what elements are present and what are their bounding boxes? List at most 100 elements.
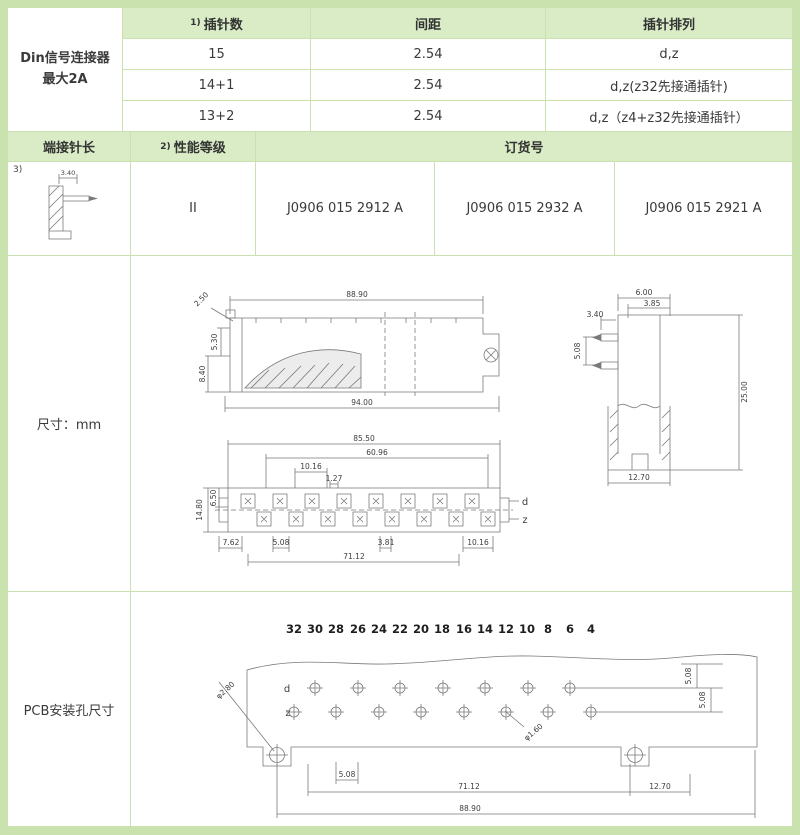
dim-88-90: 88.90 [346, 290, 368, 299]
dim-14-80: 14.80 [195, 499, 204, 521]
dim-10-16-top: 10.16 [300, 462, 322, 471]
front-view-row-z-marks [260, 515, 492, 523]
product-name-line2: 最大2A [42, 71, 88, 87]
screw-symbol [483, 347, 499, 363]
table-cell-pins-0: 15 [123, 39, 310, 69]
table-cell-arrangement-2: d,z（z4+z32先接通插针） [546, 101, 792, 131]
dim-12-70: 12.70 [628, 473, 650, 482]
col-header-arrangement-label: 插针排列 [642, 17, 695, 33]
col-header-grade: 2) 性能等级 [131, 132, 255, 161]
end-view-pin-tips [592, 334, 601, 369]
pin-number-26: 26 [350, 622, 366, 636]
pin-length-dim-lines [58, 174, 78, 184]
col-header-pin-length-label: 端接针长 [42, 141, 95, 156]
dim-2-50: 2.50 [192, 290, 210, 308]
dim-bottom-5-08: 5.08 [339, 770, 356, 779]
pin-number-24: 24 [371, 622, 387, 636]
pin-number-12: 12 [498, 622, 514, 636]
dimensions-label-cell: 尺寸：mm [8, 256, 130, 591]
table-cell-arrangement-0: d,z [546, 39, 792, 69]
front-view-row-d-marks [244, 497, 476, 505]
col-header-pitch-label: 间距 [414, 17, 441, 33]
col-header-pin-length: 端接针长 [8, 132, 130, 161]
row-label-z: z [522, 515, 527, 526]
pcb-pin-numbers: 32 30 28 26 24 22 20 18 16 14 12 10 8 6 … [286, 622, 595, 636]
pin-number-22: 22 [392, 622, 408, 636]
front-view-dim-lines [203, 440, 501, 566]
col-header-arrangement: 插针排列 [546, 8, 792, 38]
pin-tip [89, 196, 98, 201]
table-cell-pitch-0: 2.54 [311, 39, 545, 69]
dim-25-00: 25.00 [740, 381, 749, 403]
pcb-outline [246, 654, 758, 767]
table-cell-arrangement-1: d,z(z32先接通插针) [546, 70, 792, 100]
side-view-wedge [244, 349, 362, 389]
end-view-dim-lines [583, 294, 743, 486]
dim-right-5-08-a: 5.08 [684, 667, 693, 684]
side-view-centerlines [384, 312, 416, 396]
side-view-details [225, 309, 457, 392]
pcb-hole-circles [269, 682, 643, 763]
pin-number-10: 10 [519, 622, 535, 636]
pcb-row-label-d: d [284, 684, 290, 695]
pin-profile-hatch [48, 185, 64, 231]
dimensions-drawing: 88.90 94.00 5.30 8.40 2.50 6.00 3.85 3.4… [192, 288, 749, 566]
row-label-d: d [522, 497, 528, 508]
screw-cross [485, 349, 497, 361]
end-view-hatch [609, 409, 671, 461]
pcb-drawing-cell: 32 30 28 26 24 22 20 18 16 14 12 10 8 6 … [131, 592, 792, 826]
pin-length-drawing: 3.40 [48, 169, 98, 240]
footnote-ref-3: 3) [13, 165, 23, 175]
dim-94-00: 94.00 [351, 398, 373, 407]
dim-pin-length: 3.40 [61, 169, 75, 177]
dim-8-40: 8.40 [198, 365, 207, 382]
end-view-column [617, 314, 661, 406]
pcb-dim-lines [218, 663, 756, 818]
pin-length-drawing-cell: 3) 3.40 [8, 162, 130, 255]
grade-value-cell: II [131, 162, 255, 255]
dim-5-30: 5.30 [210, 333, 219, 350]
dim-5-08: 5.08 [573, 342, 582, 359]
end-view-break-line [617, 403, 661, 409]
dim-10-16-bottom: 10.16 [467, 538, 489, 547]
front-view-row-z-contacts [256, 511, 496, 527]
end-view-base [607, 406, 671, 471]
dim-right-5-08-b: 5.08 [698, 691, 707, 708]
dim-5-08-bottom: 5.08 [273, 538, 290, 547]
pin-number-16: 16 [456, 622, 472, 636]
product-name-cell: Din信号连接器 最大2A [8, 8, 122, 131]
front-view-row-d-contacts [240, 493, 480, 509]
order-number-2: J0906 015 2932 A [435, 162, 614, 255]
pin-number-6: 6 [566, 622, 574, 636]
pin-number-18: 18 [434, 622, 450, 636]
pin-number-30: 30 [307, 622, 323, 636]
side-view: 88.90 94.00 5.30 8.40 2.50 [192, 290, 500, 412]
dim-bottom-71-12: 71.12 [458, 782, 480, 791]
dim-bottom-12-70: 12.70 [649, 782, 671, 791]
col-header-pin-count: 1) 插针数 [123, 8, 310, 38]
side-view-dim-lines [205, 296, 500, 412]
pin-number-14: 14 [477, 622, 493, 636]
table-cell-pitch-2: 2.54 [311, 101, 545, 131]
footnote-ref-1: 1) [190, 18, 201, 28]
end-view: 6.00 3.85 3.40 5.08 25.00 12.70 [573, 288, 749, 486]
dim-6-00: 6.00 [636, 288, 653, 297]
product-name-line1: Din信号连接器 [20, 50, 110, 66]
pin-number-20: 20 [413, 622, 429, 636]
dim-71-12: 71.12 [343, 552, 365, 561]
dim-3-40: 3.40 [587, 310, 604, 319]
pin-number-32: 32 [286, 622, 302, 636]
order-number-1: J0906 015 2912 A [256, 162, 434, 255]
table-cell-pitch-1: 2.54 [311, 70, 545, 100]
col-header-pin-count-label: 插针数 [203, 17, 243, 33]
footnote-ref-2: 2) [160, 141, 171, 152]
pcb-label-cell: PCB安装孔尺寸 [8, 592, 130, 826]
dim-1-27: 1.27 [326, 474, 343, 483]
pin-number-4: 4 [587, 622, 595, 636]
front-view-row-leaders [509, 500, 519, 520]
table-cell-pins-2: 13+2 [123, 101, 310, 131]
front-view: 85.50 60.96 10.16 1.27 14.80 6.50 7.62 5… [195, 434, 528, 566]
dim-3-81: 3.81 [378, 538, 395, 547]
pcb-hole-crosshairs [266, 680, 646, 766]
